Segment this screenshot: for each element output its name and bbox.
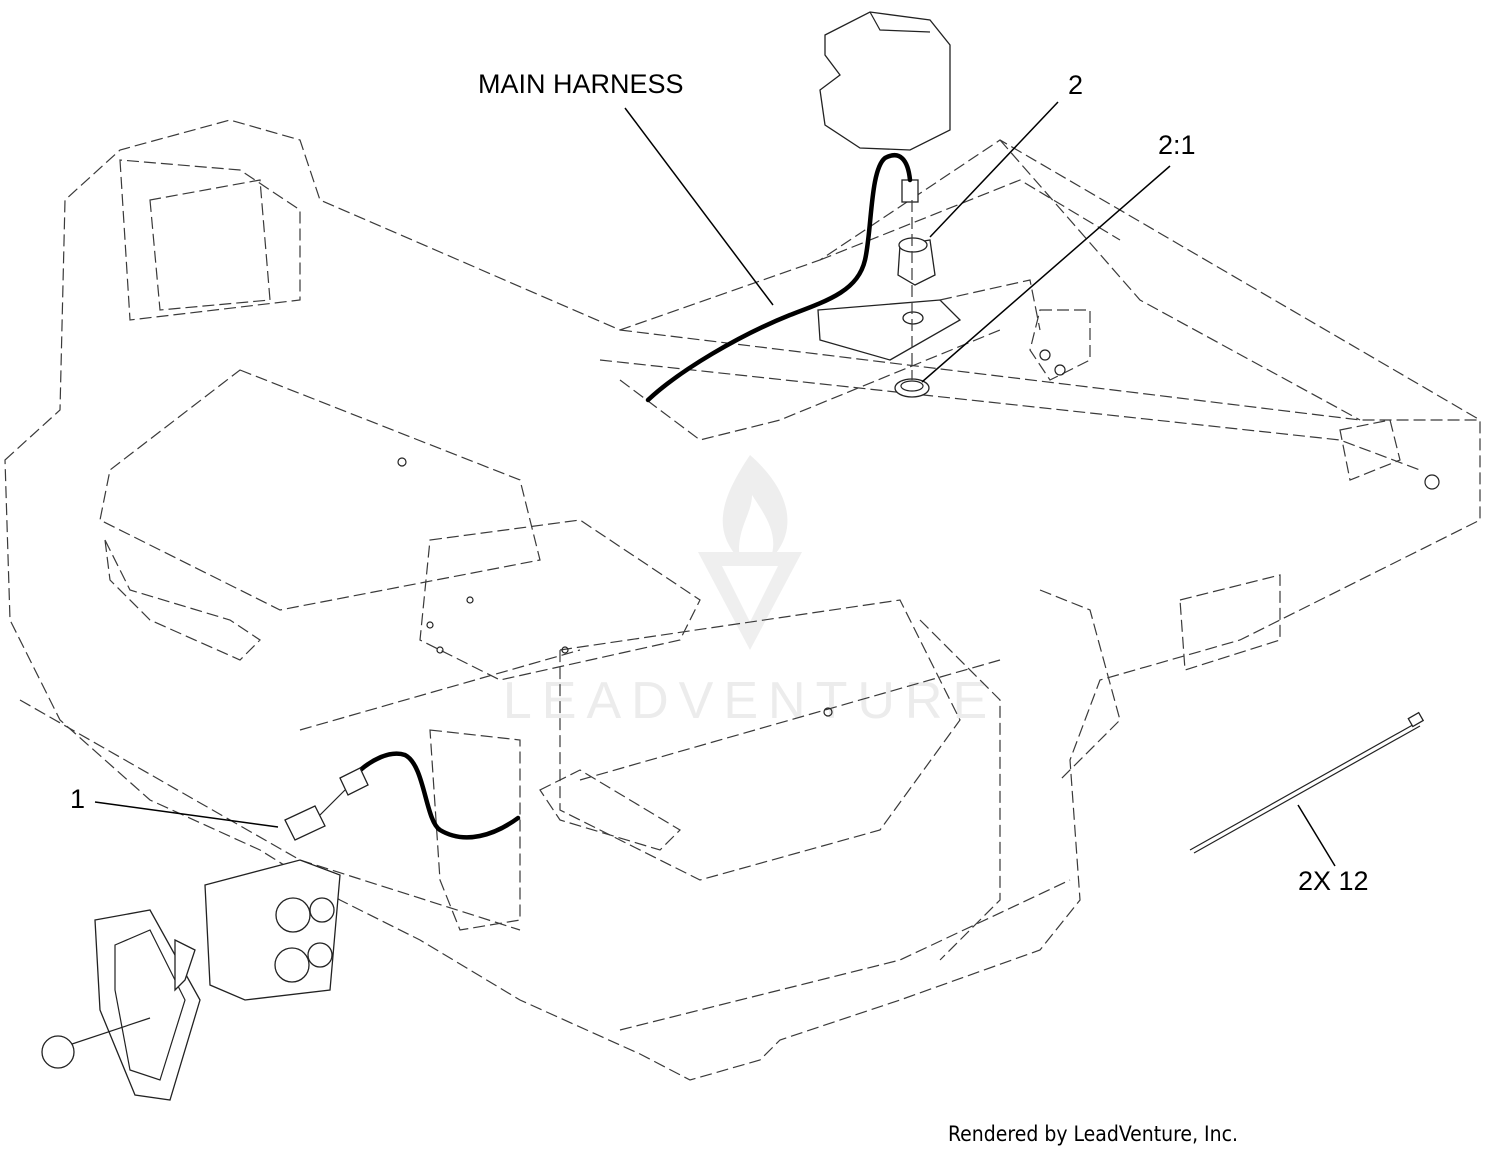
watermark: LEADVENTURE [503, 455, 997, 730]
watermark-text: LEADVENTURE [503, 672, 997, 730]
watermark-v-icon [698, 552, 802, 650]
seat-switch-assembly [817, 11, 1041, 398]
callout-item-2x12: 2X 12 [1298, 866, 1369, 896]
harness-lead-wire [352, 751, 521, 840]
callout-main-harness: MAIN HARNESS [478, 69, 684, 99]
mower-frame [4, 119, 1481, 1081]
callout-item-2-1: 2:1 [1158, 130, 1196, 160]
leader-lines [94, 101, 1336, 867]
leader-main-harness [624, 107, 774, 306]
callout-item-1: 1 [70, 784, 85, 814]
render-credit: Rendered by LeadVenture, Inc. [948, 1122, 1238, 1146]
watermark-flame-icon [722, 455, 788, 560]
callout-item-2: 2 [1068, 70, 1083, 100]
control-lever-assembly [41, 859, 341, 1101]
leader-item-2x12 [1297, 804, 1336, 867]
leader-item-2 [929, 101, 1059, 238]
cable-tie [1189, 711, 1425, 854]
main-harness-wire [645, 153, 913, 403]
interlock-switch [284, 767, 369, 841]
leader-item-1 [94, 801, 279, 828]
leader-item-2-1 [921, 165, 1171, 383]
